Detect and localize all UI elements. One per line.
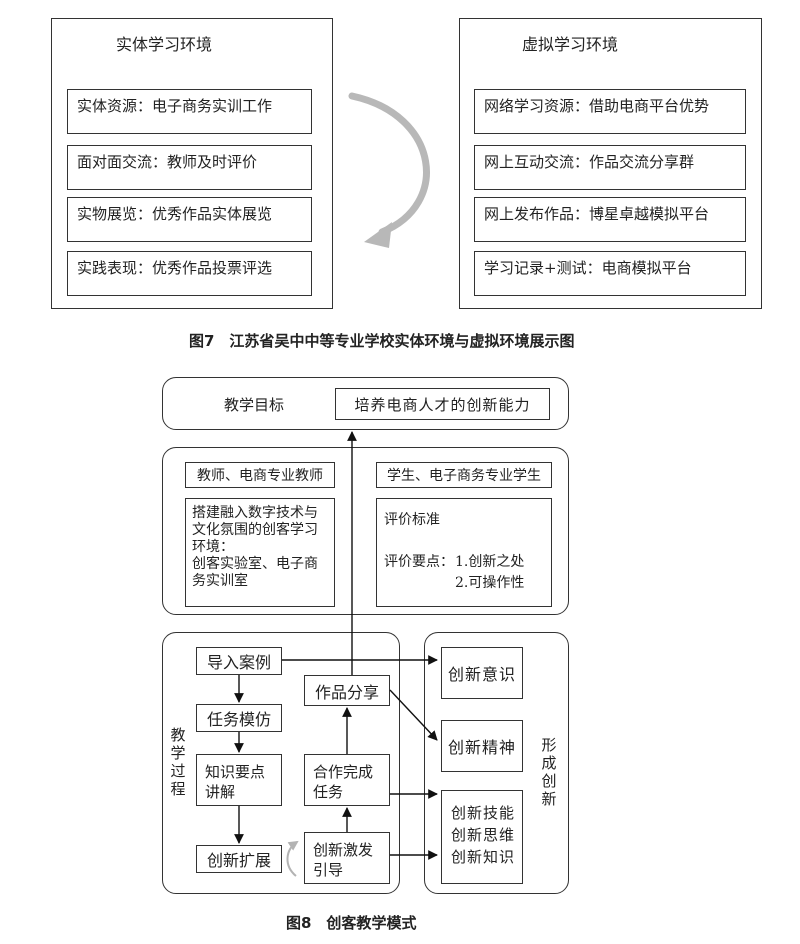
physical-item-4: 实践表现：优秀作品投票评选: [67, 251, 312, 296]
goal-value: 培养电商人才的创新能力: [335, 388, 550, 420]
teacher-desc-line-2: 文化氛围的创客学习: [192, 522, 318, 539]
curved-transfer-arrowhead: [364, 222, 392, 248]
process-char-3: 过: [170, 762, 186, 780]
outcome-awareness: 创新意识: [441, 647, 523, 699]
virtual-item-2: 网上互动交流：作品交流分享群: [474, 145, 746, 190]
step-knowledge: 知识要点 讲解: [196, 754, 282, 806]
fig7-caption: 图7 江苏省吴中中等专业学校实体环境与虚拟环境展示图: [189, 332, 575, 350]
teacher-desc-line-5: 务实训室: [192, 573, 248, 590]
innovation-vertical-label: 形 成 创 新: [540, 736, 558, 808]
outcome-skills: 创新技能 创新思维 创新知识: [441, 790, 523, 884]
process-char-1: 教: [170, 726, 186, 744]
eval-points-label: 评价要点：: [384, 554, 454, 570]
step-intro-case: 导入案例: [196, 647, 282, 675]
step-inspire: 创新激发 引导: [304, 832, 390, 884]
goal-label: 教学目标: [224, 396, 285, 414]
process-char-2: 学: [170, 744, 186, 762]
physical-item-1: 实体资源：电子商务实训工作: [67, 89, 312, 134]
innovation-char-1: 形: [541, 736, 557, 754]
eval-standard: 评价标准: [384, 512, 440, 528]
eval-point-2: 2.可操作性: [455, 575, 525, 591]
step-innovation-extend: 创新扩展: [196, 845, 282, 873]
process-char-4: 程: [170, 780, 186, 798]
outcome-spirit: 创新精神: [441, 720, 523, 772]
step-knowledge-line-2: 讲解: [205, 783, 236, 802]
outcome-skills-line-2: 创新思维: [451, 825, 516, 844]
step-knowledge-line-1: 知识要点: [205, 763, 266, 781]
step-task-imitation: 任务模仿: [196, 704, 282, 732]
teacher-desc-line-3: 环境：: [192, 539, 234, 556]
step-inspire-line-2: 引导: [313, 861, 344, 880]
outcome-skills-line-1: 创新技能: [451, 804, 516, 822]
innovation-char-4: 新: [541, 790, 557, 808]
step-work-sharing: 作品分享: [304, 675, 390, 706]
step-cooperate: 合作完成 任务: [304, 754, 390, 806]
physical-item-3: 实物展览：优秀作品实体展览: [67, 197, 312, 242]
student-eval: 评价标准 评价要点： 1.创新之处 2.可操作性: [376, 498, 552, 607]
teacher-desc-line-1: 搭建融入数字技术与: [192, 505, 318, 521]
fig8-caption: 图8 创客教学模式: [286, 914, 417, 932]
process-vertical-label: 教 学 过 程: [169, 726, 187, 798]
innovation-char-2: 成: [541, 754, 557, 772]
step-cooperate-line-2: 任务: [313, 783, 344, 802]
physical-env-title: 实体学习环境: [116, 35, 213, 54]
virtual-item-3: 网上发布作品：博星卓越模拟平台: [474, 197, 746, 242]
virtual-item-1: 网络学习资源：借助电商平台优势: [474, 89, 746, 134]
teacher-desc-line-4: 创客实验室、电子商: [192, 556, 318, 573]
virtual-item-4: 学习记录+测试：电商模拟平台: [474, 251, 746, 296]
virtual-env-title: 虚拟学习环境: [522, 35, 619, 54]
teacher-label: 教师、电商专业教师: [185, 462, 335, 488]
step-cooperate-line-1: 合作完成: [313, 763, 374, 781]
innovation-char-3: 创: [541, 772, 557, 790]
student-label: 学生、电子商务专业学生: [376, 462, 552, 488]
teacher-desc: 搭建融入数字技术与 文化氛围的创客学习 环境： 创客实验室、电子商 务实训室: [185, 498, 335, 607]
physical-item-2: 面对面交流：教师及时评价: [67, 145, 312, 190]
curved-transfer-arrow: [348, 92, 430, 236]
eval-point-1: 1.创新之处: [455, 554, 525, 570]
outcome-skills-line-3: 创新知识: [451, 847, 516, 866]
step-inspire-line-1: 创新激发: [313, 841, 374, 859]
